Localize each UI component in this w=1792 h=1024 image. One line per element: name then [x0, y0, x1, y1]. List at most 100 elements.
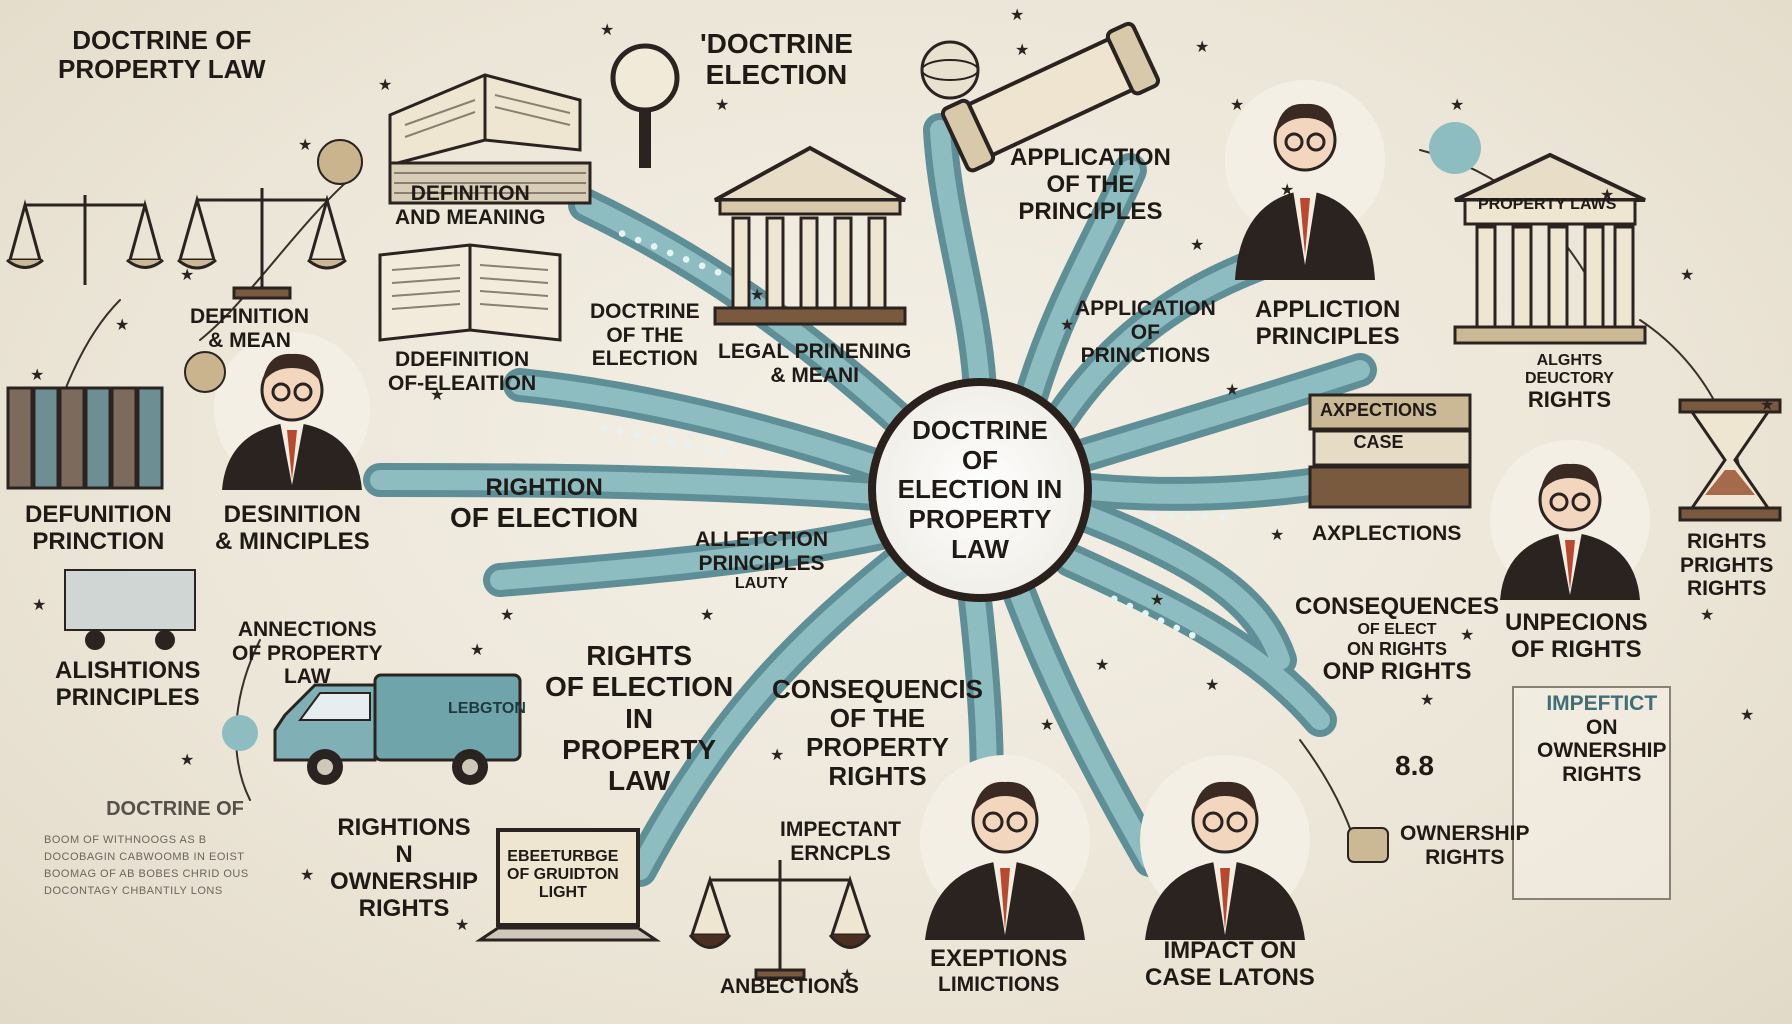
svg-text:★: ★ — [180, 265, 194, 284]
svg-text:★: ★ — [1280, 180, 1294, 199]
svg-text:★: ★ — [455, 915, 469, 934]
label-definition-mean: DEFINITION& MEAN — [190, 305, 309, 352]
ownership-panel — [1512, 686, 1671, 900]
star-decorations: ★★★ ★★★ ★★★ ★★★ ★★★ ★★★ ★★★ ★★★ ★★★ ★★★ … — [30, 5, 1774, 984]
scales-icon-second — [177, 188, 347, 300]
svg-text:★: ★ — [770, 745, 784, 764]
label-legal-principles: LEGAL PRINENING& MEANI — [718, 340, 912, 387]
label-axplections: AXPLECTIONS — [1312, 522, 1462, 545]
svg-text:★: ★ — [1680, 265, 1694, 284]
label-anbections: ANBECTIONS — [720, 975, 859, 998]
label-desinition: DESINITION& MINCIPLES — [215, 501, 370, 555]
svg-text:★: ★ — [1740, 705, 1754, 724]
svg-text:★: ★ — [30, 365, 44, 384]
lawyer-portrait-left — [214, 332, 370, 490]
center-node[interactable] — [868, 378, 1092, 602]
lawyer-portrait-top-right — [1225, 80, 1385, 280]
lawyer-portrait-bottom-right — [1140, 755, 1310, 940]
open-book-icon — [388, 73, 592, 205]
courthouse-sign: PROPERTY LAWS — [1478, 196, 1617, 213]
svg-text:★: ★ — [180, 750, 194, 769]
svg-text:★: ★ — [1190, 235, 1204, 254]
svg-text:★: ★ — [1600, 185, 1614, 204]
svg-text:★: ★ — [1040, 715, 1054, 734]
svg-text:★: ★ — [1095, 655, 1109, 674]
courthouse-icon — [713, 145, 907, 326]
lawyer-portrait-right — [1490, 440, 1650, 600]
svg-text:★: ★ — [700, 605, 714, 624]
note-text: BOOM OF WITHNOOGS AS B DOCOBAGIN CABWOOM… — [44, 834, 249, 897]
svg-text:★: ★ — [1450, 95, 1464, 114]
cart-icon — [64, 569, 196, 650]
laptop-icon — [475, 828, 661, 942]
magnifier-icon — [610, 43, 680, 168]
truck-icon — [273, 673, 522, 785]
svg-text:★: ★ — [1420, 690, 1434, 709]
svg-text:★: ★ — [500, 605, 514, 624]
svg-text:★: ★ — [1230, 95, 1244, 114]
svg-text:★: ★ — [1205, 675, 1219, 694]
lawyer-portrait-bottom-center — [920, 755, 1090, 940]
svg-text:★: ★ — [115, 315, 129, 334]
svg-text:★: ★ — [1760, 395, 1774, 414]
svg-text:★: ★ — [715, 95, 729, 114]
gavel-icon — [940, 21, 1161, 173]
property-laws-courthouse-icon — [1453, 152, 1647, 345]
scales-icon-left — [6, 195, 164, 285]
svg-text:★: ★ — [1270, 525, 1284, 544]
note-title: DOCTRINE OF — [106, 798, 244, 820]
case-books-icon — [1308, 393, 1472, 509]
svg-text:★: ★ — [430, 385, 444, 404]
svg-text:★: ★ — [470, 640, 484, 659]
ribbon-branches — [39, 113, 1741, 887]
teal-badge-icon — [184, 122, 1481, 751]
small-book-icon — [378, 243, 562, 342]
svg-text:★: ★ — [1225, 380, 1239, 399]
svg-text:★: ★ — [298, 135, 312, 154]
svg-text:★: ★ — [1195, 37, 1209, 56]
svg-text:★: ★ — [32, 595, 46, 614]
hourglass-icon — [1678, 398, 1782, 522]
svg-text:★: ★ — [1010, 5, 1024, 24]
basket-icon — [1347, 827, 1389, 863]
svg-text:★: ★ — [300, 865, 314, 884]
svg-text:★: ★ — [1700, 605, 1714, 624]
book-stack-icon — [6, 386, 164, 490]
scales-icon-bottom — [688, 860, 872, 980]
svg-text:★: ★ — [1460, 625, 1474, 644]
svg-text:★: ★ — [840, 965, 854, 984]
svg-text:★: ★ — [378, 75, 392, 94]
svg-text:● ● ● ● ●: ● ● ● ● ● — [1150, 510, 1228, 523]
svg-text:★: ★ — [750, 285, 764, 304]
label-number: 8.8 — [1395, 750, 1434, 781]
svg-text:★: ★ — [1060, 315, 1074, 334]
